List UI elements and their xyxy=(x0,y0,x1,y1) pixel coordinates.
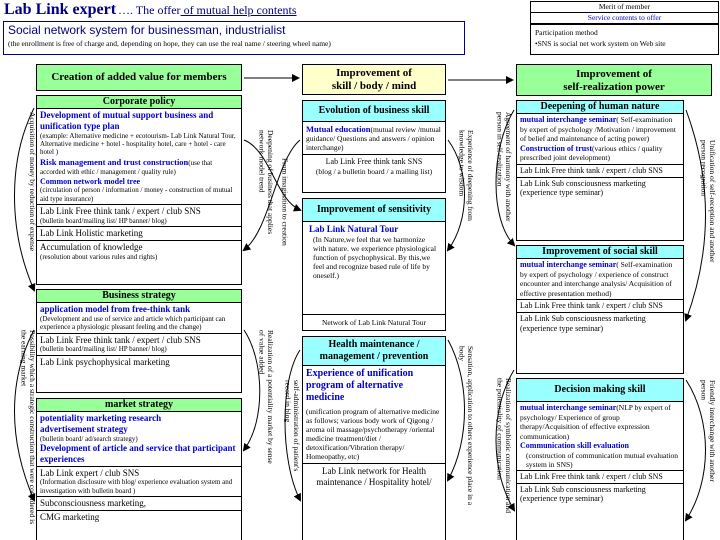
subtitle: Social network system for businessman, i… xyxy=(8,23,286,37)
market-strategy-title: market strategy xyxy=(37,399,241,412)
arrow-mid-7 xyxy=(447,339,465,482)
title-main: Lab Link expert xyxy=(4,1,117,18)
col2-header: Improvement of skill / body / mind xyxy=(302,64,446,95)
arrow-label-friendly: Friendly interchange with another person xyxy=(699,380,717,482)
arrow-label-realization-market: Realization of a potentiality market by … xyxy=(257,330,275,464)
arrow-label-self-reception: Unification of self-reception and anothe… xyxy=(699,140,717,263)
arrow-label-symbiotic: Realization of symbiotic communication a… xyxy=(495,378,513,513)
arrow-label-deepening-business: Deepening of business that applies netwo… xyxy=(257,130,275,235)
legend-service: Service contents to offer xyxy=(530,12,719,24)
decision-making-title: Decision making skill xyxy=(517,379,683,402)
arrow-left-1 xyxy=(14,107,36,292)
arrow-mid-6 xyxy=(495,109,516,247)
business-strategy-title: Business strategy xyxy=(37,290,241,303)
arrow-label-harmony: Agreement of harmony with another person… xyxy=(495,112,513,222)
arrow-mid-5 xyxy=(446,139,465,252)
arrow-mid-3 xyxy=(242,329,261,452)
arrow-mid-2 xyxy=(242,139,301,252)
arrow-label-wisdom: Experience of deepening from knowledge t… xyxy=(457,130,475,221)
business-skill-title: Evolution of business skill xyxy=(303,101,445,122)
social-skill-title: Improvement of social skill xyxy=(517,246,683,259)
legend-participation: Participation method •SNS is social net … xyxy=(530,24,719,55)
title-separator: …. xyxy=(118,3,134,17)
sensitivity-title: Improvement of sensitivity xyxy=(303,199,445,222)
col1-header: Creation of added value for members xyxy=(36,64,242,91)
col3-header: Improvement of self-realization power xyxy=(516,64,712,96)
human-nature-title: Deepening of human nature xyxy=(517,101,683,114)
market-strategy-box: market strategy potentiality marketing r… xyxy=(36,398,242,540)
enrollment-note: (the enrollment is free of charge and, d… xyxy=(8,38,331,48)
arrow-label-patient-record: self-administration of patient's record … xyxy=(283,380,301,472)
page-title: Lab Link expert …. The offer of mutual h… xyxy=(4,1,424,21)
title-underlined: of mutual help contents xyxy=(180,3,297,17)
arrow-right-2 xyxy=(684,379,706,522)
arrow-mid-4 xyxy=(284,349,301,502)
sensitivity-box: Improvement of sensitivity Lab Link Natu… xyxy=(302,198,446,331)
arrow-mid-1 xyxy=(243,139,302,212)
health-title: Health maintenance / management / preven… xyxy=(303,337,445,366)
title-pre: The offer xyxy=(133,3,181,17)
subtitle-box: Social network system for businessman, i… xyxy=(3,21,465,55)
arrow-label-sensation: Sensation, application to others experie… xyxy=(457,346,475,506)
business-strategy-box: Business strategy application model from… xyxy=(36,289,242,393)
corporate-policy-title: Corporate policy xyxy=(37,96,241,109)
social-skill-box: Improvement of social skill mutual inter… xyxy=(516,245,684,374)
arrow-mid-8 xyxy=(495,369,516,512)
arrow-label-money: Acquisition of money by reduction of exp… xyxy=(28,112,37,252)
decision-making-box: Decision making skill mutual interchange… xyxy=(516,378,684,540)
arrow-label-imagination: From imagination to creation xyxy=(280,158,290,246)
health-box: Health maintenance / management / preven… xyxy=(302,336,446,540)
arrow-right-1 xyxy=(684,109,706,322)
arrow-left-2 xyxy=(14,329,36,502)
arrow-label-potentiality: Possibility which a strategic constructi… xyxy=(19,330,37,525)
business-skill-box: Evolution of business skill Mutual educa… xyxy=(302,100,446,193)
human-nature-box: Deepening of human nature mutual interch… xyxy=(516,100,684,241)
corporate-policy-box: Corporate policy Development of mutual s… xyxy=(36,95,242,285)
